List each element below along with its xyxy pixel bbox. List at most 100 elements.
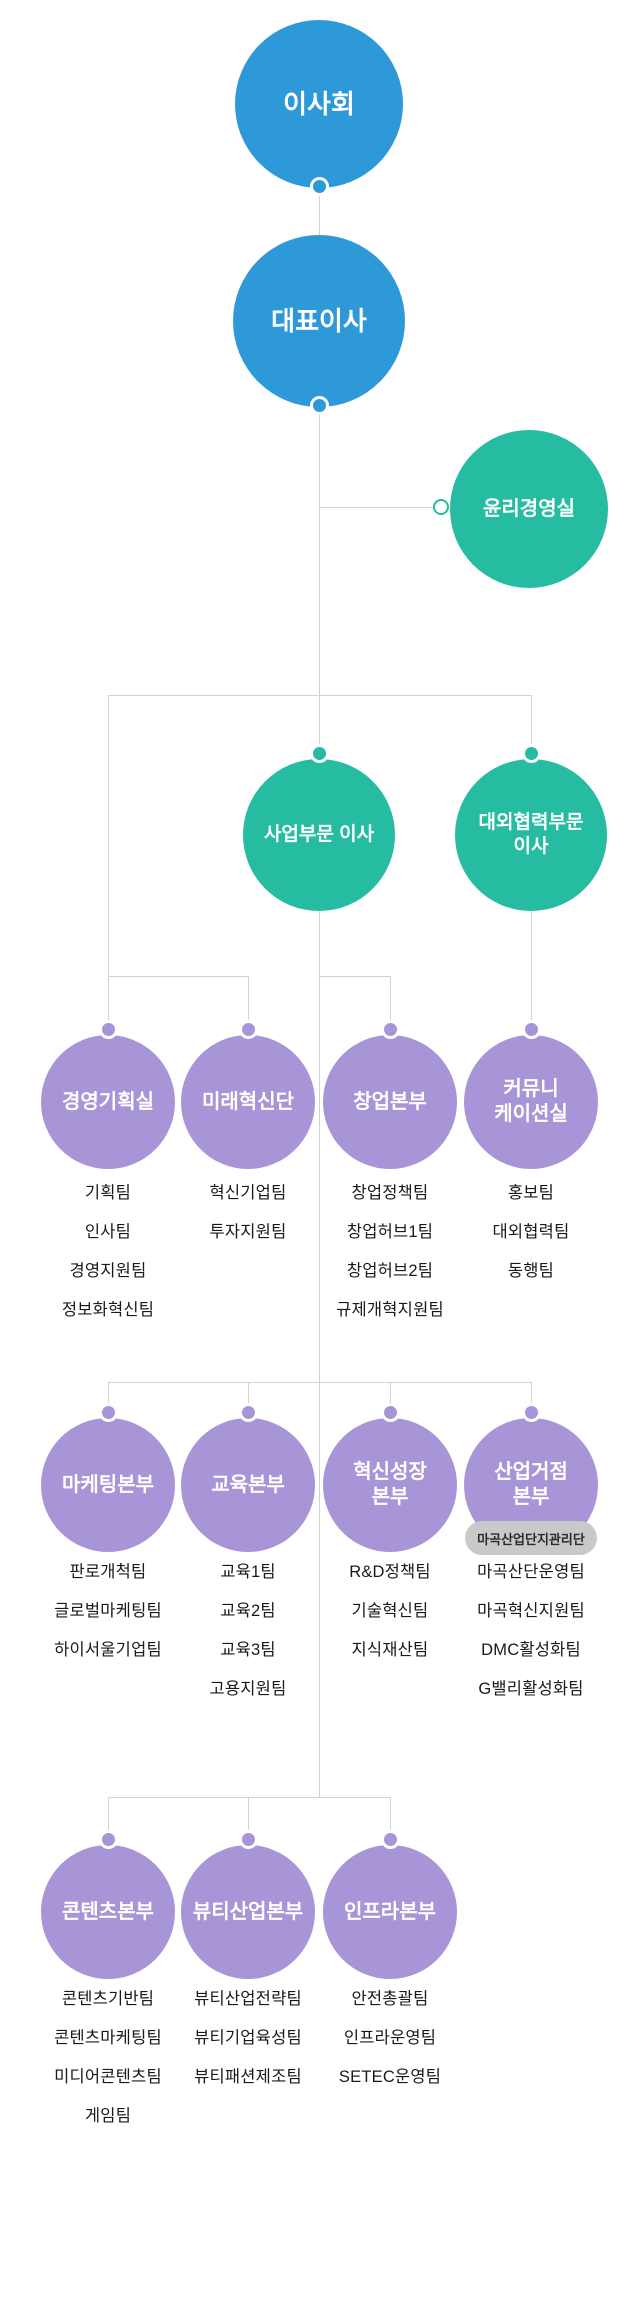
director-business-label: 사업부문 이사: [263, 824, 375, 846]
team-item: 콘텐츠마케팅팀: [54, 2029, 162, 2047]
department-top-dot: [98, 1829, 118, 1849]
department-node: 뷰티산업본부: [181, 1845, 315, 1979]
team-item: G밸리활성화팀: [478, 1680, 584, 1698]
team-item: 고용지원팀: [209, 1680, 287, 1698]
team-item: DMC활성화팀: [481, 1641, 581, 1659]
board-bottom-dot: [310, 177, 329, 196]
department-label: 뷰티산업본부: [192, 1900, 304, 1923]
connector-drop-col3-row3: [390, 1797, 391, 1839]
board-node: 이사회: [235, 20, 403, 188]
team-item: SETEC운영팀: [338, 2068, 442, 2086]
connector-board-ceo: [319, 186, 320, 237]
ceo-node: 대표이사: [233, 235, 405, 407]
team-item: 뷰티기업육성팀: [194, 2029, 302, 2047]
department-label: 인프라본부: [344, 1900, 436, 1923]
ethics-office-label: 윤리경영실: [483, 497, 575, 520]
department-top-dot: [98, 1402, 118, 1422]
department-node: 마케팅본부: [41, 1418, 175, 1552]
team-item: 창업허브2팀: [346, 1262, 434, 1280]
connector-drop-col4-row1: [531, 911, 532, 1029]
connector-ceo-trunk: [319, 405, 320, 695]
connector-drop-col4-row2: [531, 1382, 532, 1412]
department-node: 교육본부: [181, 1418, 315, 1552]
department-top-dot: [98, 1019, 118, 1039]
department-top-dot: [380, 1829, 400, 1849]
team-item: 뷰티패션제조팀: [194, 2068, 302, 2086]
team-item: 대외협력팀: [492, 1223, 570, 1241]
connector-drop-col2-row3: [248, 1797, 249, 1839]
team-item: 인프라운영팀: [343, 2029, 437, 2047]
connector-trunk-business: [319, 911, 320, 1797]
ceo-bottom-dot: [310, 396, 329, 415]
department-label: 교육본부: [211, 1473, 285, 1496]
connector-ethics-branch: [319, 507, 436, 508]
team-item: 창업정책팀: [351, 1184, 429, 1202]
team-item: 교육2팀: [220, 1602, 276, 1620]
team-item: 지식재산팀: [351, 1641, 429, 1659]
board-label: 이사회: [283, 88, 355, 119]
team-item: 마곡혁신지원팀: [477, 1602, 585, 1620]
team-item: 하이서울기업팀: [54, 1641, 162, 1659]
director-business-node: 사업부문 이사: [243, 759, 395, 911]
department-label: 경영기획실: [62, 1090, 154, 1113]
department-top-dot: [521, 1019, 541, 1039]
department-node: 경영기획실: [41, 1035, 175, 1169]
ethics-office-node: 윤리경영실: [450, 430, 608, 588]
ceo-label: 대표이사: [271, 305, 367, 336]
team-item: 뷰티산업전략팀: [194, 1990, 302, 2008]
department-node: 미래혁신단: [181, 1035, 315, 1169]
team-item: 게임팀: [84, 2107, 132, 2125]
department-top-dot: [380, 1402, 400, 1422]
team-item: 교육3팀: [220, 1641, 276, 1659]
team-item: 홍보팀: [507, 1184, 555, 1202]
team-item: 경영지원팀: [69, 1262, 147, 1280]
department-top-dot: [380, 1019, 400, 1039]
department-top-dot: [238, 1019, 258, 1039]
team-item: 판로개척팀: [69, 1563, 147, 1581]
department-label: 미래혁신단: [202, 1090, 294, 1113]
department-top-dot: [238, 1829, 258, 1849]
team-item: 콘텐츠기반팀: [61, 1990, 155, 2008]
connector-level-d: [108, 1797, 390, 1798]
connector-drop-col3-row2: [390, 1382, 391, 1412]
connector-drop-col3-row1: [390, 976, 391, 1029]
connector-drop-col1-long: [108, 695, 109, 1029]
connector-level-b-right: [319, 976, 390, 977]
connector-drop-col2-row2: [248, 1382, 249, 1412]
team-item: 미디어콘텐츠팀: [54, 2068, 162, 2086]
department-top-dot: [521, 1402, 541, 1422]
department-label: 콘텐츠본부: [62, 1900, 154, 1923]
ethics-office-dot: [433, 499, 449, 515]
connector-drop-col1-row2: [108, 1382, 109, 1412]
department-label: 마케팅본부: [62, 1473, 154, 1496]
department-node: 인프라본부: [323, 1845, 457, 1979]
team-item: 기술혁신팀: [351, 1602, 429, 1620]
team-item: R&D정책팀: [349, 1563, 431, 1581]
connector-drop-col1-row3: [108, 1797, 109, 1839]
team-item: 혁신기업팀: [209, 1184, 287, 1202]
connector-drop-director2: [531, 695, 532, 753]
team-item: 기획팀: [84, 1184, 132, 1202]
department-node: 콘텐츠본부: [41, 1845, 175, 1979]
magok-industrial-complex-badge: 마곡산업단지관리단: [465, 1521, 597, 1555]
team-item: 교육1팀: [220, 1563, 276, 1581]
connector-level-b-left: [108, 976, 248, 977]
team-item: 인사팀: [84, 1223, 132, 1241]
team-item: 동행팀: [507, 1262, 555, 1280]
team-item: 글로벌마케팅팀: [54, 1602, 162, 1620]
team-item: 창업허브1팀: [346, 1223, 434, 1241]
